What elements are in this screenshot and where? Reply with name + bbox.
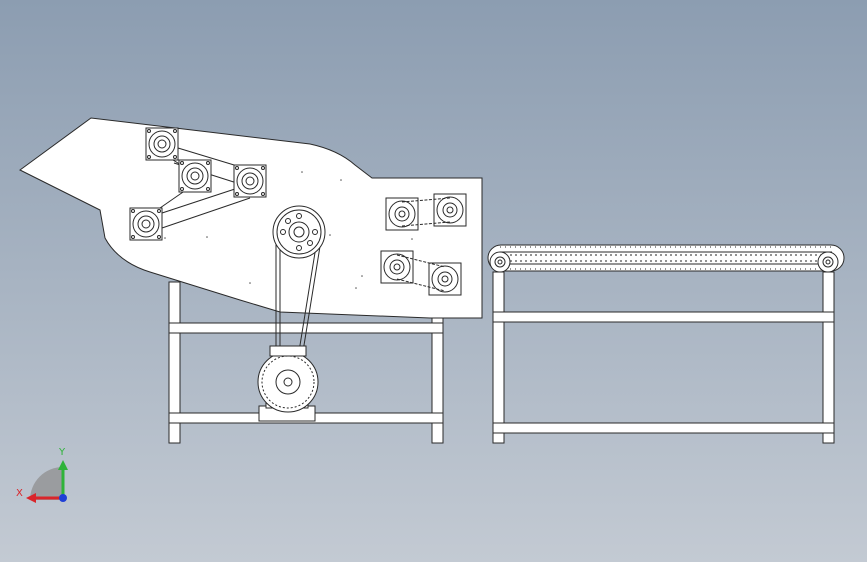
drive-pulley (272, 205, 326, 259)
bearing-4 (129, 207, 163, 241)
coordinate-triad: X Y (16, 447, 68, 503)
motor (257, 345, 319, 413)
triad-x-arrowhead (26, 493, 36, 503)
triad-quarter-disc (30, 467, 63, 500)
machine-side-panel (19, 117, 483, 319)
conveyor-sprocket-right (817, 251, 839, 273)
chain-drive-lower (380, 250, 462, 296)
conveyor-frame (492, 271, 835, 444)
triad-y-arrowhead (58, 460, 68, 470)
bearing-3 (233, 164, 267, 198)
bearing-1 (145, 127, 179, 161)
panel-marks (164, 171, 413, 289)
chain-drive-upper (385, 193, 467, 231)
conveyor-belt (487, 244, 845, 272)
triad-x-label: X (16, 488, 23, 499)
triad-y-label: Y (58, 447, 66, 458)
triad-z-axis (59, 494, 67, 502)
bearing-2 (178, 159, 212, 193)
conveyor-sprocket-left (489, 251, 511, 273)
